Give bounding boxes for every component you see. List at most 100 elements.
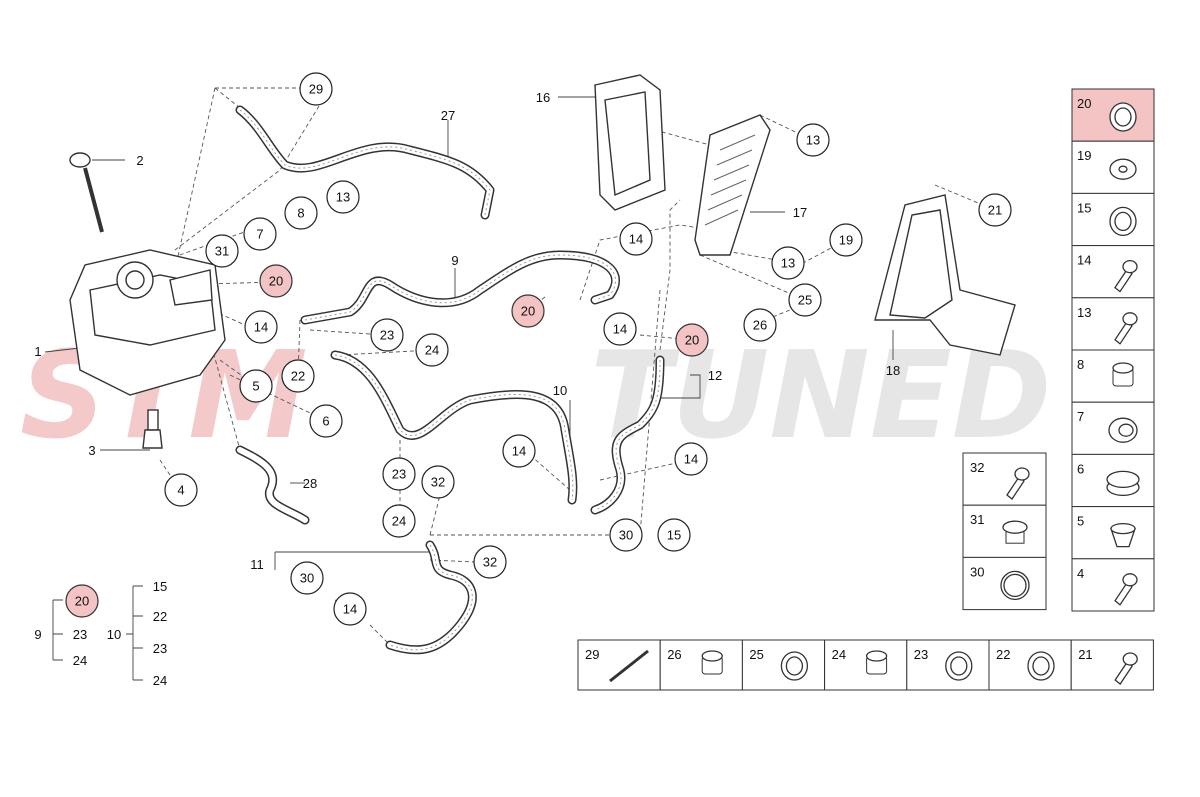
callout-25[interactable]: 25 [788,283,822,317]
table-row[interactable]: 23 [906,639,990,691]
callout-21[interactable]: 21 [978,193,1012,227]
table-row[interactable]: 24 [824,639,908,691]
callout-6[interactable]: 6 [309,404,343,438]
callout-19[interactable]: 19 [829,223,863,257]
callout-14[interactable]: 14 [603,312,637,346]
callout-14[interactable]: 14 [502,434,536,468]
svg-text:13: 13 [806,133,820,148]
bolt-icon [1006,467,1030,500]
part-number: 19 [1077,148,1091,163]
table-row[interactable]: 15 [1071,192,1155,247]
table-row[interactable]: 6 [1071,453,1155,508]
callout-14[interactable]: 14 [244,310,278,344]
svg-text:5: 5 [252,379,259,394]
callout-5[interactable]: 5 [239,369,273,403]
svg-text:14: 14 [629,232,643,247]
svg-text:14: 14 [684,452,698,467]
grommet-icon [1108,417,1138,443]
table-row[interactable]: 8 [1071,349,1155,403]
part-number: 21 [1078,647,1092,662]
callout-14[interactable]: 14 [674,442,708,476]
svg-text:24: 24 [425,343,439,358]
part-number: 24 [832,647,846,662]
svg-text:13: 13 [781,256,795,271]
callout-8[interactable]: 8 [284,196,318,230]
hose-12 [590,355,665,515]
callout-31[interactable]: 31 [205,234,239,268]
seal-ring-icon [945,651,973,681]
label-12: 12 [708,368,722,383]
hose-9 [300,250,620,325]
part-number: 13 [1077,305,1091,320]
svg-text:7: 7 [256,227,263,242]
callout-14[interactable]: 14 [333,592,367,626]
svg-text:32: 32 [431,475,445,490]
callout-20[interactable]: 20 [511,294,545,328]
callout-22[interactable]: 22 [281,359,315,393]
table-row[interactable]: 22 [988,639,1072,691]
part-number: 25 [749,647,763,662]
part-number: 20 [1077,96,1091,111]
table-row[interactable]: 31 [962,504,1047,558]
svg-text:21: 21 [988,203,1002,218]
callout-29[interactable]: 29 [299,72,333,106]
callout-23[interactable]: 23 [370,318,404,352]
part-number: 7 [1077,409,1084,424]
table-row[interactable]: 4 [1071,558,1155,612]
table-row[interactable]: 21 [1070,639,1154,691]
table-row[interactable]: 7 [1071,401,1155,455]
nut-icon [865,650,888,675]
sensor [142,409,163,449]
svg-text:30: 30 [619,528,633,543]
part-number: 31 [970,512,984,527]
legend-10-head: 10 [107,627,121,642]
callout-24[interactable]: 24 [382,504,416,538]
callout-20[interactable]: 20 [675,323,709,357]
svg-text:8: 8 [297,206,304,221]
part-number: 26 [667,647,681,662]
o-ring-icon [1000,570,1030,601]
callout-13[interactable]: 13 [771,246,805,280]
label-27: 27 [441,108,455,123]
callout-23[interactable]: 23 [382,457,416,491]
callout-7[interactable]: 7 [243,217,277,251]
label-3: 3 [88,443,95,458]
callout-24[interactable]: 24 [415,333,449,367]
bolt-icon [1114,259,1138,293]
callout-32[interactable]: 32 [473,545,507,579]
callout-14[interactable]: 14 [619,222,653,256]
plug-icon [1112,362,1134,387]
table-row[interactable]: 14 [1071,245,1155,299]
callout-30[interactable]: 30 [290,561,324,595]
table-row[interactable]: 32 [962,452,1047,506]
legend: 20 9 23 24 10 15 22 23 24 [34,579,167,688]
callout-30[interactable]: 30 [609,518,643,552]
table-row[interactable]: 20 [1071,88,1155,142]
table-row[interactable]: 29 [577,639,661,691]
reservoir-tank [69,249,226,396]
callout-13[interactable]: 13 [326,180,360,214]
callout-20[interactable]: 20 [259,264,293,298]
legend-callout-20[interactable]: 20 [65,584,99,618]
part-number: 5 [1077,514,1084,529]
callout-15[interactable]: 15 [657,518,691,552]
table-row[interactable]: 26 [659,639,743,691]
table-row[interactable]: 30 [962,556,1047,611]
gland-icon [1110,522,1136,548]
part-number: 30 [970,564,984,579]
legend-9-item: 24 [73,653,87,668]
part-number: 14 [1077,253,1091,268]
table-row[interactable]: 5 [1071,506,1155,560]
callout-4[interactable]: 4 [164,473,198,507]
legend-10-item: 15 [153,579,167,594]
seal-ring-icon [1109,102,1137,132]
callout-13[interactable]: 13 [796,123,830,157]
table-row[interactable]: 13 [1071,297,1155,351]
parts-table-right: 20 19 15 14 13 8 7 6 5 4 [1071,88,1155,612]
callout-26[interactable]: 26 [743,308,777,342]
air-duct [874,194,1016,356]
bolt-icon [1114,652,1138,685]
callout-32[interactable]: 32 [421,465,455,499]
table-row[interactable]: 25 [741,639,826,691]
table-row[interactable]: 19 [1071,140,1155,194]
